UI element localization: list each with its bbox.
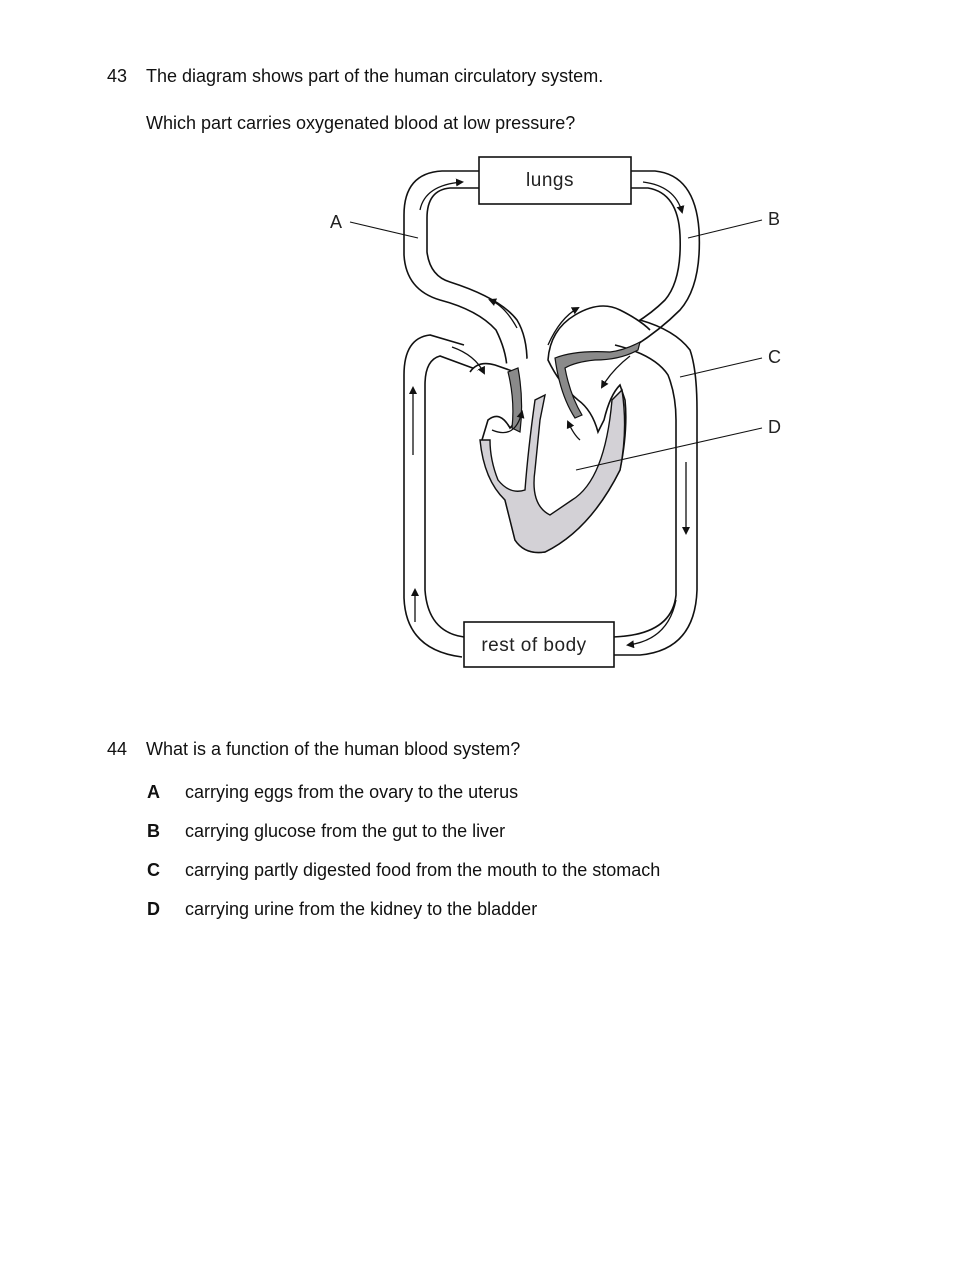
valve-left	[507, 367, 523, 433]
label-a: A	[330, 212, 342, 232]
lungs-label: lungs	[526, 170, 574, 191]
label-c: C	[768, 347, 781, 367]
option-c-text: carrying partly digested food from the m…	[185, 860, 661, 880]
rest-of-body-box	[463, 621, 615, 668]
vessel-a-outer	[403, 170, 508, 369]
question-44-number: 44	[107, 739, 128, 759]
vena-cava-inner	[424, 355, 479, 638]
vena-cava-outer	[403, 334, 465, 658]
question-43-stem: The diagram shows part of the human circ…	[146, 66, 604, 86]
question-44-text: What is a function of the human blood sy…	[146, 739, 521, 759]
option-d-text: carrying urine from the kidney to the bl…	[185, 899, 538, 919]
valve-right	[554, 340, 641, 419]
option-a-letter: A	[147, 782, 160, 802]
lungs-box	[478, 156, 632, 205]
option-a-text: carrying eggs from the ovary to the uter…	[185, 782, 519, 802]
vessel-a-inner	[426, 187, 528, 369]
question-43-number: 43	[107, 66, 128, 86]
aorta-inner	[612, 344, 677, 638]
question-43-text: Which part carries oxygenated blood at l…	[146, 113, 576, 133]
aorta-outer	[613, 319, 698, 656]
label-d: D	[768, 417, 781, 437]
option-d-letter: D	[147, 899, 160, 919]
option-c-letter: C	[147, 860, 160, 880]
option-b-letter: B	[147, 821, 160, 841]
label-b: B	[768, 209, 780, 229]
vessel-b-outer	[619, 170, 701, 356]
option-b-text: carrying glucose from the gut to the liv…	[185, 821, 506, 841]
rest-of-body-label: rest of body	[481, 635, 586, 656]
circulatory-system-diagram: lungs rest of body A B C D	[330, 156, 781, 668]
